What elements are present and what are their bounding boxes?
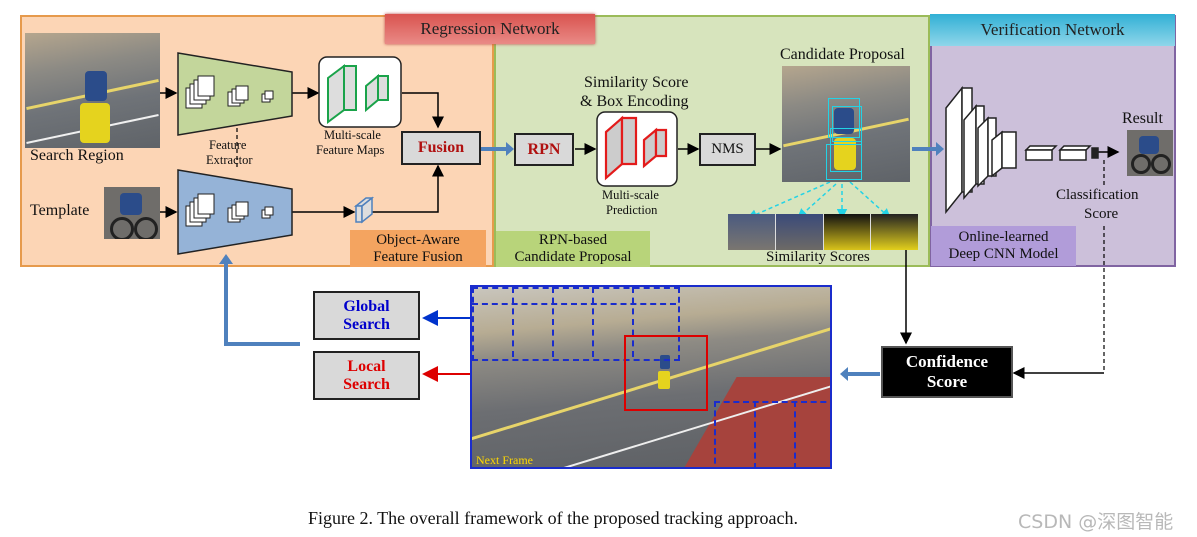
online-cnn-label-2: Deep CNN Model — [948, 246, 1059, 262]
local-search-label-1: Local — [347, 357, 386, 375]
local-search-label-2: Search — [343, 375, 390, 393]
prediction-label-2: Prediction — [606, 203, 658, 217]
result-image — [1127, 130, 1173, 176]
object-aware-label-2: Feature Fusion — [373, 248, 463, 265]
search-region-image — [25, 33, 160, 148]
figure-caption: Figure 2. The overall framework of the p… — [308, 508, 798, 528]
search-region-label: Search Region — [30, 147, 124, 164]
rpn-box: RPN — [514, 133, 574, 166]
similarity-scores-label: Similarity Scores — [766, 249, 870, 265]
online-cnn-tag: Online-learned Deep CNN Model — [931, 226, 1076, 266]
similarity-crops — [728, 214, 918, 250]
crop-1 — [728, 214, 776, 250]
confidence-score-label-2: Score — [926, 372, 968, 391]
rpn-based-label-2: Candidate Proposal — [514, 249, 632, 265]
nms-box: NMS — [699, 133, 756, 166]
confidence-score-box: Confidence Score — [881, 346, 1013, 398]
global-search-label-2: Search — [343, 315, 390, 333]
global-search-grid — [472, 287, 680, 361]
local-search-region — [624, 335, 708, 411]
template-label: Template — [30, 202, 90, 219]
feature-extractor-label-1: Feature — [209, 138, 247, 152]
online-cnn-label-1: Online-learned — [958, 229, 1049, 245]
next-frame-label: Next Frame — [476, 453, 533, 467]
candidate-proposal-image — [782, 66, 910, 182]
object-aware-tag: Object-Aware Feature Fusion — [350, 230, 486, 267]
crop-3 — [823, 214, 872, 250]
confidence-score-label-1: Confidence — [905, 352, 989, 371]
feature-maps-label-2: Feature Maps — [316, 143, 385, 157]
fusion-label: Fusion — [417, 139, 465, 156]
nms-label: NMS — [711, 141, 744, 157]
watermark: CSDN @深图智能 — [1018, 511, 1174, 533]
cyclist-figure — [85, 71, 107, 101]
regression-network-title: Regression Network — [385, 14, 595, 44]
feature-maps-label-1: Multi-scale — [324, 128, 381, 142]
crop-4 — [871, 214, 918, 250]
classification-label-2: Score — [1084, 206, 1119, 222]
similarity-label-1: Similarity Score — [584, 74, 689, 91]
rpn-label: RPN — [527, 140, 561, 158]
crop-2 — [775, 214, 824, 250]
template-image — [104, 187, 160, 239]
feature-extractor-label-2: Extractor — [206, 153, 253, 167]
rpn-based-tag: RPN-based Candidate Proposal — [496, 231, 650, 267]
verification-network-title: Verification Network — [930, 14, 1175, 46]
local-search-box: Local Search — [313, 351, 420, 400]
candidate-proposal-label: Candidate Proposal — [780, 46, 905, 63]
fusion-box: Fusion — [401, 131, 481, 165]
classification-label-1: Classification — [1056, 187, 1139, 203]
similarity-label-2: & Box Encoding — [580, 93, 689, 110]
object-aware-label-1: Object-Aware — [376, 231, 460, 248]
prediction-label-1: Multi-scale — [602, 188, 659, 202]
global-search-label-1: Global — [343, 297, 390, 315]
result-label: Result — [1122, 110, 1163, 127]
next-frame-image: Next Frame — [470, 285, 832, 469]
rpn-based-label-1: RPN-based — [538, 232, 608, 248]
global-search-box: Global Search — [313, 291, 420, 340]
